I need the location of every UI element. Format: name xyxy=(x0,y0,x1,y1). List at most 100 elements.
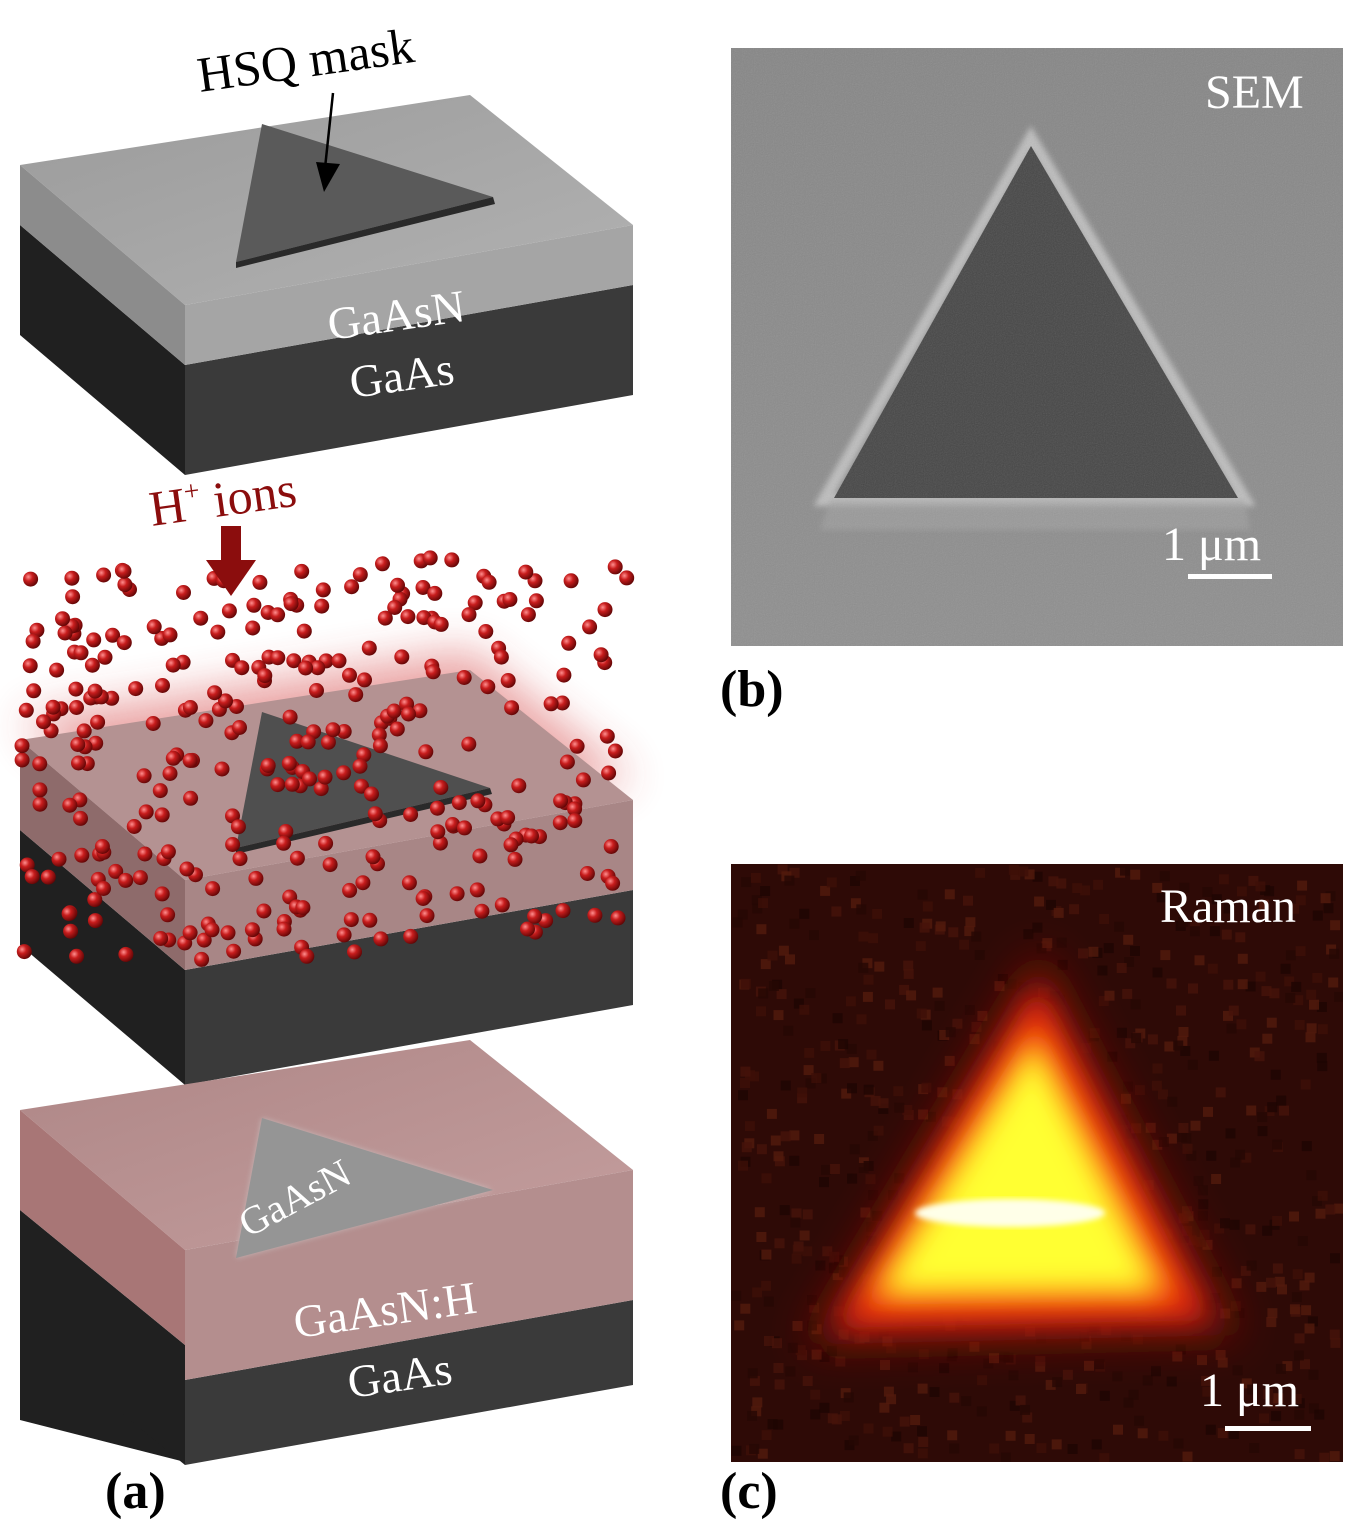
raman-speckle-pixel xyxy=(778,945,789,956)
raman-speckle-pixel xyxy=(820,1041,831,1051)
hydrogen-ion xyxy=(449,886,465,902)
hydrogen-ion xyxy=(587,907,603,923)
raman-speckle-pixel xyxy=(886,1394,897,1405)
raman-speckle-pixel xyxy=(1167,1096,1178,1107)
hydrogen-ion xyxy=(32,756,48,772)
raman-speckle-pixel xyxy=(1186,1150,1197,1161)
raman-speckle-pixel xyxy=(1231,1278,1242,1289)
hydrogen-ion xyxy=(469,882,485,898)
raman-speckle-pixel xyxy=(1194,955,1205,966)
raman-speckle-pixel xyxy=(1173,1040,1184,1051)
hydrogen-ion xyxy=(96,567,112,583)
raman-speckle-pixel xyxy=(977,1010,988,1021)
raman-speckle-pixel xyxy=(910,1415,921,1425)
raman-speckle-pixel xyxy=(1081,1339,1092,1350)
hydrogen-ion xyxy=(16,944,32,960)
raman-speckle-pixel xyxy=(740,978,751,989)
hydrogen-ion xyxy=(314,598,330,614)
hydrogen-ion xyxy=(278,824,294,839)
raman-speckle-pixel xyxy=(1325,1204,1336,1215)
raman-speckle-pixel xyxy=(731,1290,742,1301)
raman-speckle-pixel xyxy=(1275,1363,1286,1374)
ions-label-superscript: + xyxy=(182,475,202,508)
raman-speckle-pixel xyxy=(785,1366,796,1377)
hydrogen-ion xyxy=(336,724,352,739)
raman-speckle-pixel xyxy=(1236,1019,1247,1030)
raman-speckle-pixel xyxy=(1293,1350,1304,1361)
raman-speckle-pixel xyxy=(989,1443,1000,1454)
raman-speckle-pixel xyxy=(919,922,930,933)
raman-speckle-pixel xyxy=(1316,1002,1327,1012)
hydrogen-ion xyxy=(289,850,305,866)
raman-speckle-pixel xyxy=(1164,1041,1175,1052)
hydrogen-ion xyxy=(76,723,92,739)
hydrogen-ion xyxy=(377,610,393,626)
raman-speckle-pixel xyxy=(766,1108,777,1119)
raman-speckle-pixel xyxy=(1009,1400,1020,1411)
raman-speckle-pixel xyxy=(873,1060,884,1071)
hydrogen-ion xyxy=(289,733,305,749)
raman-speckle-pixel xyxy=(1270,1069,1281,1080)
raman-speckle-pixel xyxy=(750,872,761,883)
raman-speckle-pixel xyxy=(1116,1027,1127,1038)
raman-speckle-pixel xyxy=(1254,1051,1265,1062)
hydrogen-ion xyxy=(599,728,615,744)
hydrogen-ion xyxy=(357,672,372,688)
hydrogen-ion xyxy=(569,738,585,754)
hydrogen-ion xyxy=(71,755,86,771)
hydrogen-ion xyxy=(364,786,379,802)
raman-speckle-pixel xyxy=(917,889,928,900)
sem-scale-bar-label: 1 μm xyxy=(1162,518,1261,571)
hydrogen-ion xyxy=(182,925,198,941)
raman-speckle-pixel xyxy=(773,1363,784,1373)
hydrogen-ion xyxy=(503,837,519,853)
raman-speckle-pixel xyxy=(983,1358,994,1369)
raman-speckle-pixel xyxy=(760,959,771,970)
raman-speckle-pixel xyxy=(1315,1208,1326,1219)
step1-block: HSQ mask GaAsN GaAs xyxy=(20,17,633,475)
raman-speckle-pixel xyxy=(1015,1395,1026,1406)
raman-speckle-pixel xyxy=(1258,899,1269,910)
step2-gaas-front xyxy=(20,830,185,1085)
hydrogen-ion xyxy=(152,783,168,799)
raman-speckle-pixel xyxy=(1217,1428,1228,1439)
raman-speckle-pixel xyxy=(863,974,874,985)
raman-speckle-pixel xyxy=(822,1246,833,1257)
hydrogen-ion xyxy=(298,660,314,676)
hydrogen-ion xyxy=(313,781,329,797)
raman-speckle-pixel xyxy=(795,1345,806,1356)
hydrogen-ion xyxy=(480,679,496,695)
raman-speckle-pixel xyxy=(1223,903,1234,914)
raman-speckle-pixel xyxy=(1187,1059,1198,1070)
raman-speckle-pixel xyxy=(850,898,861,909)
raman-speckle-pixel xyxy=(878,1103,889,1114)
raman-speckle-pixel xyxy=(1182,1143,1193,1154)
raman-speckle-pixel xyxy=(1076,1384,1086,1394)
raman-speckle-pixel xyxy=(882,1426,893,1437)
raman-speckle-pixel xyxy=(935,921,946,932)
hydrogen-ion xyxy=(493,649,509,665)
hydrogen-ion xyxy=(87,913,103,929)
raman-speckle-pixel xyxy=(831,906,842,917)
raman-speckle-pixel xyxy=(740,1066,751,1077)
raman-speckle-pixel xyxy=(1297,880,1308,891)
raman-speckle-pixel xyxy=(1289,903,1300,914)
hydrogen-ion xyxy=(210,624,226,640)
hydrogen-ion xyxy=(418,744,434,760)
raman-speckle-pixel xyxy=(816,1073,827,1084)
hydrogen-ion xyxy=(603,839,619,854)
raman-speckle-pixel xyxy=(1057,959,1068,970)
hydrogen-ion xyxy=(344,579,360,595)
raman-speckle-pixel xyxy=(937,1087,948,1098)
hydrogen-ion xyxy=(502,592,518,607)
raman-speckle-pixel xyxy=(1307,1316,1318,1327)
raman-speckle-pixel xyxy=(947,1348,958,1359)
hydrogen-ion xyxy=(14,752,30,768)
hydrogen-ion xyxy=(118,946,134,962)
raman-speckle-pixel xyxy=(749,1375,760,1386)
raman-speckle-pixel xyxy=(741,877,752,888)
raman-speckle-pixel xyxy=(802,1209,813,1220)
raman-speckle-pixel xyxy=(790,1217,801,1228)
raman-speckle-pixel xyxy=(1282,1361,1293,1372)
raman-speckle-pixel xyxy=(756,1232,767,1242)
